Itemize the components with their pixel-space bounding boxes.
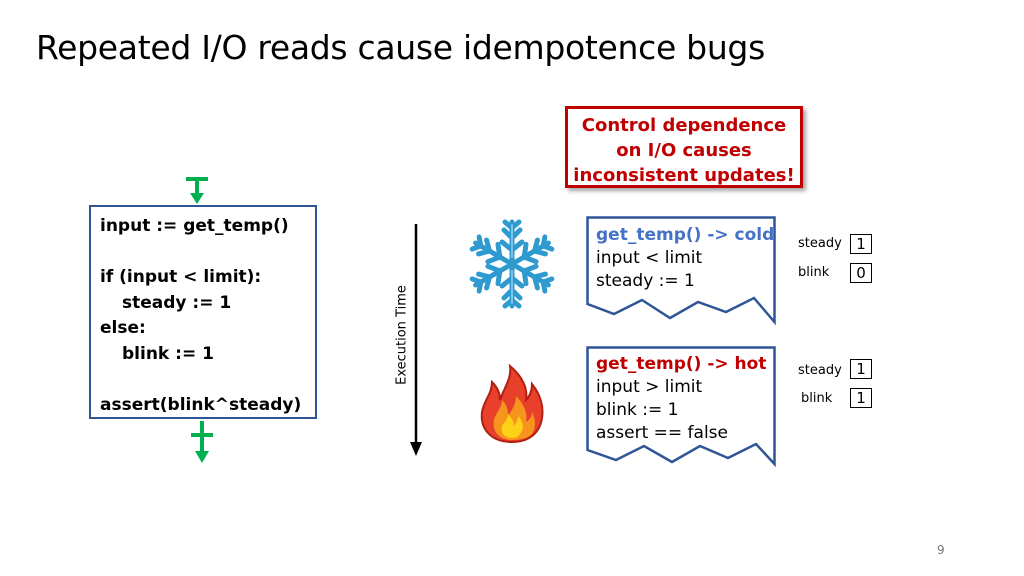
connector-top-icon	[186, 177, 208, 204]
code-line	[100, 367, 315, 393]
execution-panel-cold	[586, 216, 776, 326]
fire-icon	[480, 364, 544, 444]
state-label-steady: steady	[798, 363, 842, 378]
execution-header-cold: get_temp() -> cold	[596, 225, 775, 245]
execution-line: input < limit	[596, 248, 703, 268]
slide-title: Repeated I/O reads cause idempotence bug…	[36, 28, 765, 67]
snowflake-icon	[466, 219, 558, 310]
connector-bottom-icon	[191, 421, 213, 463]
state-value-steady: 1	[850, 359, 872, 379]
callout-line-3: inconsistent updates!	[573, 165, 795, 186]
state-value-blink: 0	[850, 263, 872, 283]
code-line: input := get_temp()	[100, 216, 289, 236]
code-box: input := get_temp() if (input < limit): …	[89, 205, 317, 419]
callout-line-1: Control dependence	[581, 115, 787, 136]
execution-panel-hot	[586, 346, 776, 468]
code-line	[100, 240, 315, 266]
execution-line: steady := 1	[596, 271, 695, 291]
execution-line: assert == false	[596, 423, 728, 443]
state-label-blink: blink	[798, 265, 830, 280]
state-label-steady: steady	[798, 236, 842, 251]
execution-line: input > limit	[596, 377, 703, 397]
execution-text-cold: get_temp() -> cold input < limit steady …	[596, 224, 774, 293]
code-line: steady := 1	[122, 292, 232, 313]
execution-line: blink := 1	[596, 400, 679, 420]
state-value-blink: 1	[850, 388, 872, 408]
execution-time-arrow-icon	[410, 224, 422, 456]
code-line: else:	[100, 318, 146, 338]
code-line: if (input < limit):	[100, 267, 262, 287]
state-value-steady: 1	[850, 234, 872, 254]
code-line: blink := 1	[122, 343, 214, 364]
execution-text-hot: get_temp() -> hot input > limit blink :=…	[596, 353, 766, 445]
state-label-blink: blink	[801, 391, 833, 406]
execution-header-hot: get_temp() -> hot	[596, 354, 767, 374]
callout-line-2: on I/O causes	[616, 140, 752, 161]
code-line: assert(blink^steady)	[100, 394, 302, 415]
execution-time-label: Execution Time	[394, 285, 410, 385]
callout-box: Control dependence on I/O causes inconsi…	[565, 106, 803, 188]
page-number: 9	[937, 543, 945, 557]
